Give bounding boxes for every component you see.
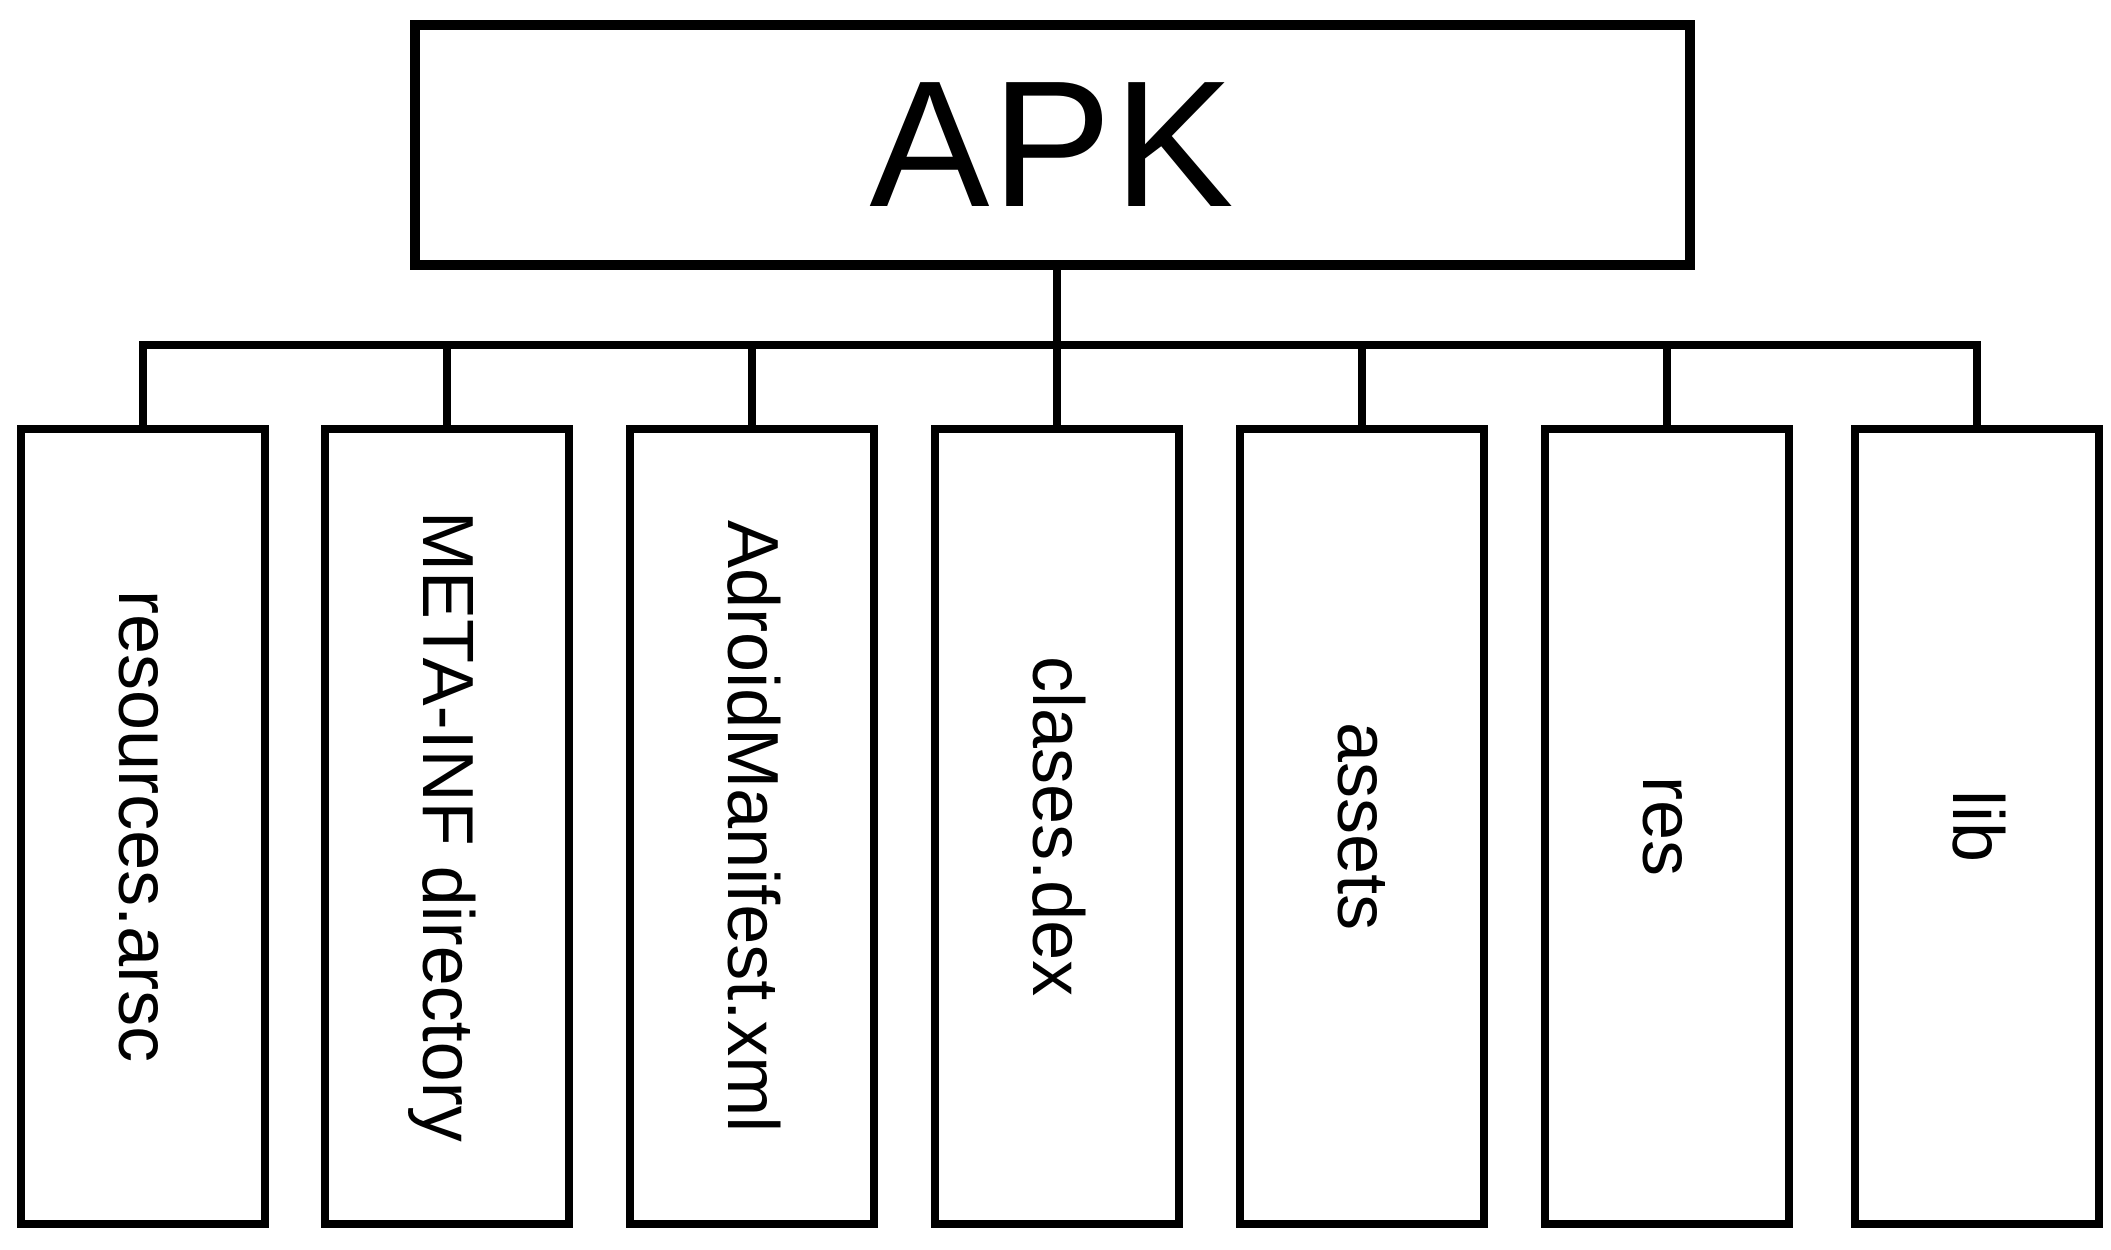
child-box-res: res: [1541, 425, 1793, 1228]
child-label-adroidmanifest-xml: AdroidManifest.xml: [712, 520, 792, 1133]
connector-drop-meta-inf: [443, 341, 451, 433]
child-box-assets: assets: [1236, 425, 1488, 1228]
connector-drop-manifest: [748, 341, 756, 433]
connector-drop-lib: [1973, 341, 1981, 433]
child-box-adroidmanifest-xml: AdroidManifest.xml: [626, 425, 878, 1228]
child-label-resources-arsc: resources.arsc: [103, 590, 183, 1063]
apk-root-label: APK: [869, 44, 1236, 245]
connector-drop-resources-arsc: [139, 341, 147, 433]
connector-trunk: [1053, 265, 1061, 349]
connector-drop-clases-dex: [1053, 341, 1061, 433]
connector-drop-res: [1663, 341, 1671, 433]
child-box-meta-inf-directory: META-INF directory: [321, 425, 573, 1228]
child-label-clases-dex: clases.dex: [1017, 656, 1097, 997]
child-label-meta-inf-directory: META-INF directory: [407, 511, 487, 1142]
apk-root-box: APK: [410, 20, 1695, 270]
child-box-lib: lib: [1851, 425, 2103, 1228]
child-label-res: res: [1627, 776, 1707, 877]
child-label-assets: assets: [1322, 722, 1402, 931]
child-box-resources-arsc: resources.arsc: [17, 425, 269, 1228]
child-box-clases-dex: clases.dex: [931, 425, 1183, 1228]
connector-drop-assets: [1358, 341, 1366, 433]
child-label-lib: lib: [1937, 790, 2017, 863]
